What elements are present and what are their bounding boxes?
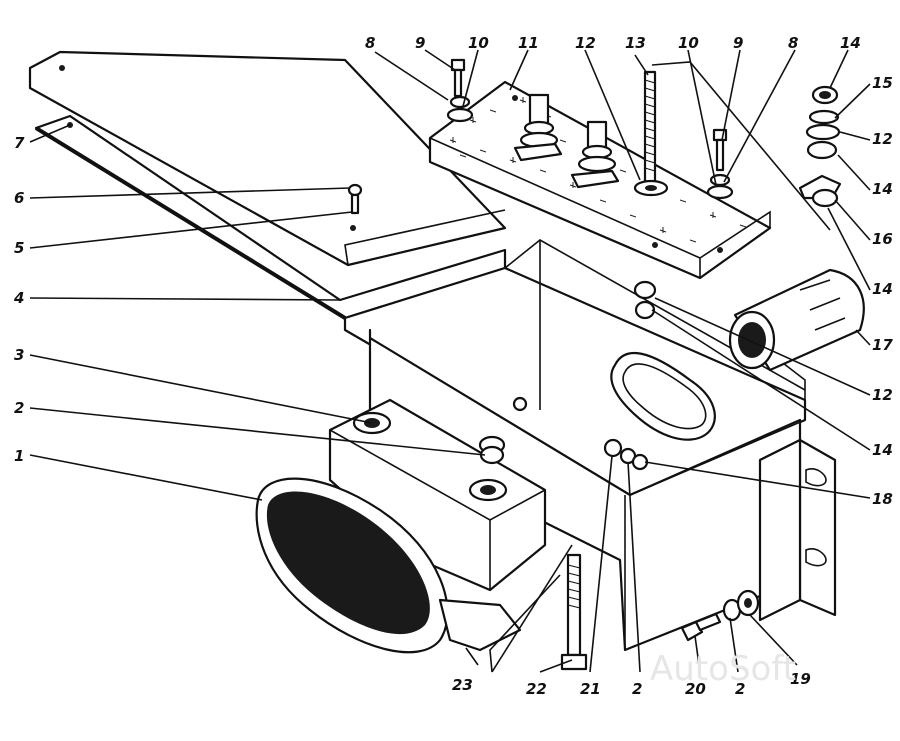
intake-duct [255,398,547,654]
bolt [706,128,734,200]
callout-5: 5 [14,239,24,257]
bolt [446,58,474,123]
callout-10-top-right: 10 [678,34,699,52]
callout-14-right: 14 [872,180,893,198]
callout-2-bottom-right: 2 [735,680,745,698]
nut [478,435,506,465]
callout-3: 3 [14,346,24,364]
long-stud-bolt [633,70,669,197]
callout-12-top: 12 [575,34,596,52]
callout-12-right: 12 [872,130,893,148]
callout-2-bottom: 2 [632,680,642,698]
callout-13: 13 [625,34,646,52]
long-bolt [560,553,588,671]
callout-labels: 1 2 3 4 5 6 7 8 9 10 11 12 13 10 9 8 14 … [13,34,893,698]
top-cover-plate [28,50,507,267]
callout-14-mid: 14 [872,280,893,298]
callout-15: 15 [872,74,893,92]
callout-20: 20 [685,680,706,698]
small-bolt [347,183,363,215]
watermark: AutoSoft [650,649,796,689]
callout-9-top-right: 9 [733,34,743,52]
callout-7: 7 [14,134,25,152]
callout-6: 6 [14,189,24,207]
callout-17: 17 [872,336,893,354]
leader-lines [29,49,871,673]
side-bolt [680,589,760,642]
callout-4: 4 [13,289,24,307]
callout-8-top-right: 8 [788,34,798,52]
callout-14-lower: 14 [872,441,893,459]
callout-23: 23 [452,676,473,694]
nut-washer-stack [798,85,842,208]
callout-22: 22 [526,680,547,698]
callout-12-lower: 12 [872,386,893,404]
nut-washer [603,438,649,471]
callout-10-top-left: 10 [468,34,489,52]
terminal-stud [570,120,620,189]
mounting-bracket [758,438,837,622]
callout-16: 16 [872,230,893,248]
slot-opening [610,351,716,441]
nut [633,280,657,320]
terminal-stud [513,93,563,162]
callout-1: 1 [14,447,24,465]
callout-11: 11 [518,34,539,52]
callout-19: 19 [790,670,811,688]
callout-18: 18 [872,490,893,508]
callout-21: 21 [580,680,601,698]
callout-9-top-left: 9 [415,34,425,52]
callout-14-top: 14 [840,34,861,52]
callout-8-top-left: 8 [365,34,375,52]
callout-2: 2 [14,399,24,417]
cylindrical-sleeve [728,268,865,372]
